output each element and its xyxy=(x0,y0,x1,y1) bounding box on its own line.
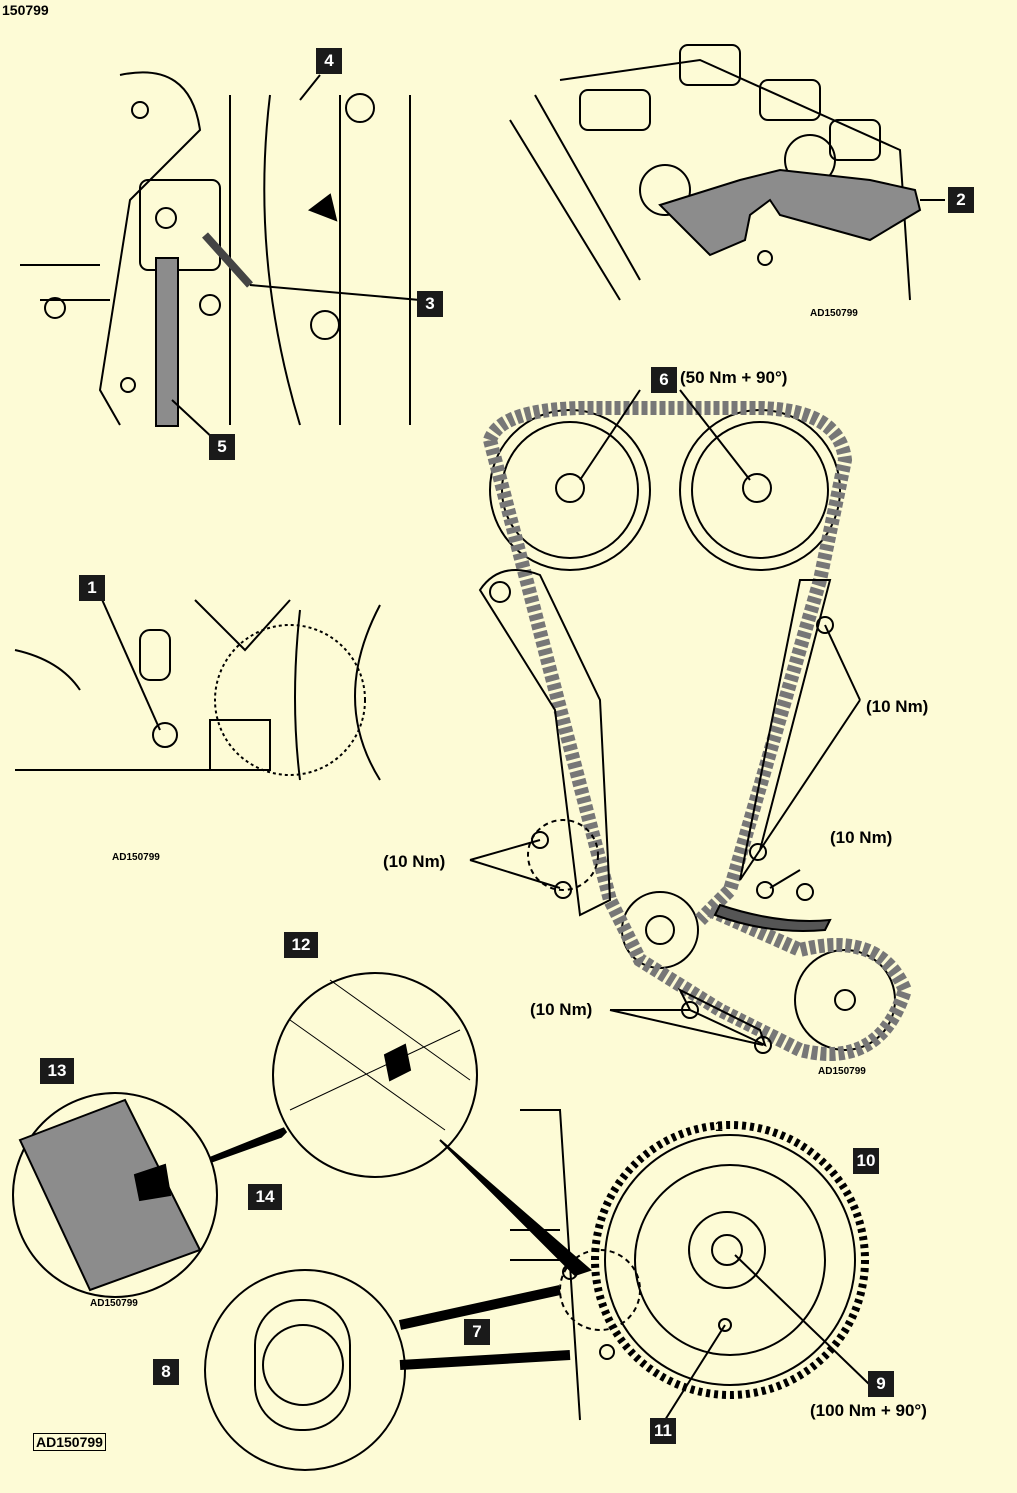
detail-magnifiers xyxy=(12,972,592,1471)
camshaft-lock-view xyxy=(509,44,945,301)
engine-front-view xyxy=(20,71,421,441)
torque-camshaft-bolts: (50 Nm + 90°) xyxy=(680,368,788,387)
torque-guide-upper-right: (10 Nm) xyxy=(866,697,929,716)
callout-5: 5 xyxy=(209,434,235,460)
callout-1: 1 xyxy=(79,575,105,601)
gear-mark: 1 xyxy=(715,1118,723,1134)
torque-lower-guide: (10 Nm) xyxy=(530,1000,593,1019)
callout-9: 9 xyxy=(868,1371,894,1397)
ref-main: AD150799 xyxy=(33,1433,106,1451)
callout-4: 4 xyxy=(316,48,342,74)
callout-6: 6 xyxy=(651,367,677,393)
callout-3: 3 xyxy=(417,291,443,317)
callout-10: 10 xyxy=(853,1148,879,1174)
callout-8: 8 xyxy=(153,1359,179,1385)
figure-number: 150799 xyxy=(2,2,49,18)
callout-14: 14 xyxy=(248,1184,282,1210)
ref-cam-tool: AD150799 xyxy=(810,308,858,319)
callout-7: 7 xyxy=(464,1319,490,1345)
ref-detail: AD150799 xyxy=(90,1298,138,1309)
torque-guide-left: (10 Nm) xyxy=(383,852,446,871)
ref-crank-view: AD150799 xyxy=(112,852,160,863)
crankshaft-pin-view xyxy=(14,594,381,781)
ref-chain: AD150799 xyxy=(818,1066,866,1077)
crankshaft-sprocket-view xyxy=(510,1109,871,1421)
timing-chain-drive xyxy=(469,389,913,1061)
torque-crank-bolt: (100 Nm + 90°) xyxy=(810,1401,927,1420)
callout-11: 11 xyxy=(650,1418,676,1444)
torque-tensioner-right: (10 Nm) xyxy=(830,828,893,847)
callout-12: 12 xyxy=(284,932,318,958)
callout-13: 13 xyxy=(40,1058,74,1084)
callout-2: 2 xyxy=(948,187,974,213)
